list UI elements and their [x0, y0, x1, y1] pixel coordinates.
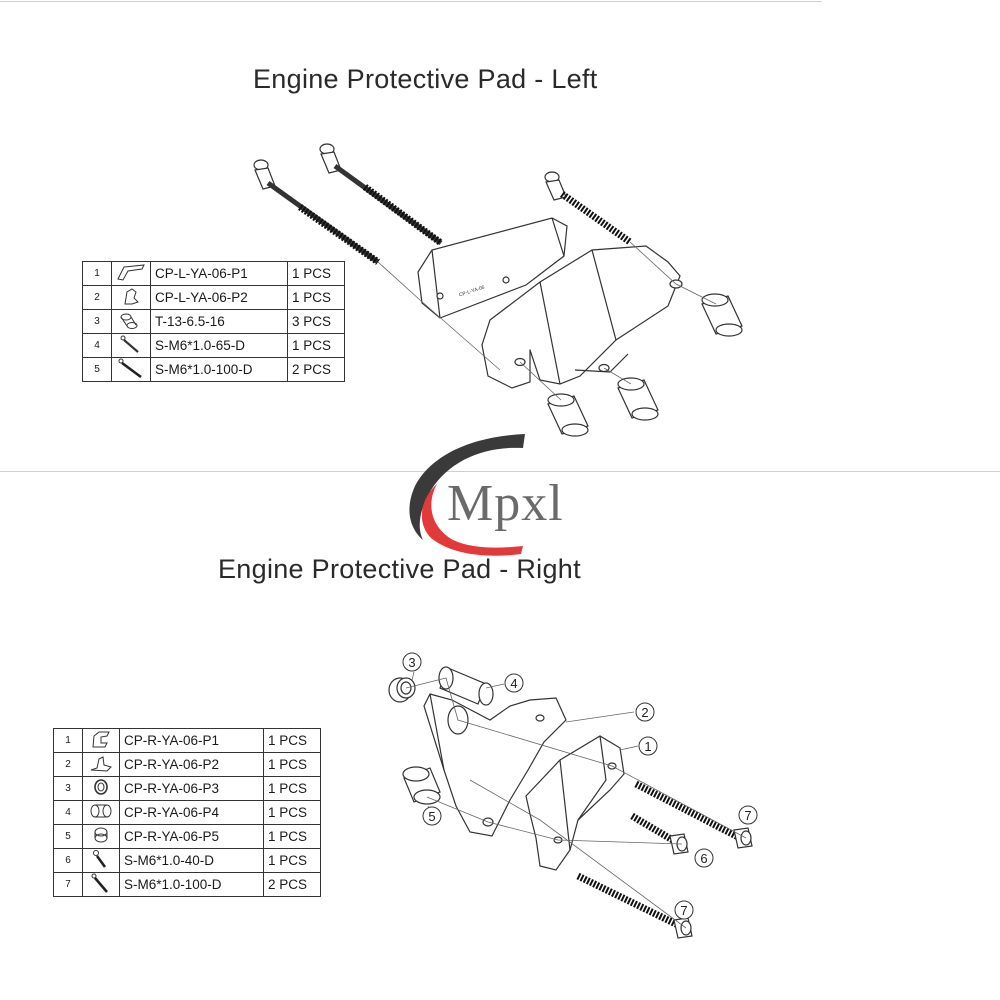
part-qty: 1 PCS: [287, 333, 345, 358]
washer-part-3: [388, 677, 416, 703]
spacer-tube-3: [547, 393, 589, 437]
bolt-short-middle: [630, 812, 689, 855]
part-index: 4: [82, 333, 112, 358]
callout-label: 3: [408, 655, 415, 670]
part-qty: 1 PCS: [263, 776, 321, 801]
part-qty: 1 PCS: [287, 285, 345, 310]
bracket-part-1: [525, 735, 625, 871]
table-row: 4 S-M6*1.0-65-D 1 PCS: [82, 333, 345, 358]
short-bolt-icon: [111, 333, 151, 358]
bracket-small-part-icon: [82, 752, 120, 777]
mpxl-logo-swoosh: [409, 434, 525, 556]
long-bolt-icon: [82, 872, 120, 897]
callout-label: 7: [680, 903, 687, 918]
table-row: 2 CP-L-YA-06-P2 1 PCS: [82, 285, 345, 310]
left-exploded-drawing: CP-L-YA-06: [253, 143, 743, 437]
table-row: 5 S-M6*1.0-100-D 2 PCS: [82, 357, 345, 382]
spacer-part-5: [402, 766, 441, 805]
callout-label: 1: [644, 739, 651, 754]
right-parts-table: 1 CP-R-YA-06-P1 1 PCS 2 CP-R-YA-06-P2 1 …: [53, 728, 321, 897]
bolt-long-left: [253, 159, 381, 265]
callout-label: 2: [641, 705, 648, 720]
spacer-tube-1: [701, 293, 743, 337]
part-code: CP-R-YA-06-P5: [119, 824, 264, 849]
right-exploded-drawing: 3 4 2 1 5 7 6 7: [388, 652, 758, 939]
callout-label: 6: [700, 851, 707, 866]
part-code: S-M6*1.0-100-D: [150, 357, 288, 382]
spacer-tube-icon: [82, 800, 120, 825]
callout-label: 7: [744, 808, 751, 823]
part-qty: 2 PCS: [287, 357, 345, 382]
part-qty: 1 PCS: [263, 800, 321, 825]
table-row: 1 CP-L-YA-06-P1 1 PCS: [82, 261, 345, 286]
table-row: 2 CP-R-YA-06-P2 1 PCS: [53, 752, 321, 777]
spacer-ring-icon: [82, 824, 120, 849]
pad-front-plate: CP-L-YA-06: [417, 217, 568, 319]
spacer-tube-2: [617, 377, 659, 421]
part-qty: 1 PCS: [263, 824, 321, 849]
callout-1: 1: [638, 736, 658, 756]
callout-4: 4: [504, 673, 524, 693]
part-index: 5: [82, 357, 112, 382]
top-rule: [0, 1, 822, 2]
callout-7-upper: 7: [738, 805, 758, 825]
left-section-title: Engine Protective Pad - Left: [253, 64, 598, 94]
section-divider: [0, 471, 1000, 472]
bracket-part-icon: [82, 728, 120, 753]
callout-label: 4: [510, 676, 517, 691]
part-code: CP-R-YA-06-P4: [119, 800, 264, 825]
callout-7-lower: 7: [674, 900, 694, 920]
part-code: CP-L-YA-06-P2: [150, 285, 288, 310]
part-index: 3: [82, 309, 112, 334]
right-section-title: Engine Protective Pad - Right: [218, 554, 581, 584]
bolt-long-middle: [319, 143, 444, 246]
part-code: T-13-6.5-16: [150, 309, 288, 334]
short-bolt-icon: [82, 848, 120, 873]
long-bolt-icon: [111, 357, 151, 382]
bolt-short-right: [544, 171, 633, 245]
callout-2: 2: [635, 702, 655, 722]
left-parts-table: 1 CP-L-YA-06-P1 1 PCS 2 CP-L-YA-06-P2 1 …: [82, 261, 345, 382]
callout-6: 6: [694, 848, 714, 868]
callout-5: 5: [422, 806, 442, 826]
table-row: 3 T-13-6.5-16 3 PCS: [82, 309, 345, 334]
table-row: 5 CP-R-YA-06-P5 1 PCS: [53, 824, 321, 849]
pad-rear-bracket: [481, 245, 683, 389]
part-code: S-M6*1.0-40-D: [119, 848, 264, 873]
bracket-part-icon: [111, 261, 151, 286]
callout-3: 3: [402, 652, 422, 672]
part-code: CP-R-YA-06-P3: [119, 776, 264, 801]
spacer-tube-icon: [111, 309, 151, 334]
bolt-long-lower: [576, 872, 693, 939]
table-row: 7 S-M6*1.0-100-D 2 PCS: [53, 872, 321, 897]
part-index: 4: [53, 800, 83, 825]
part-qty: 1 PCS: [287, 261, 345, 286]
part-code: S-M6*1.0-65-D: [150, 333, 288, 358]
part-code: CP-L-YA-06-P1: [150, 261, 288, 286]
bolt-long-upper: [634, 780, 753, 849]
table-row: 4 CP-R-YA-06-P4 1 PCS: [53, 800, 321, 825]
part-code: CP-R-YA-06-P2: [119, 752, 264, 777]
part-qty: 2 PCS: [263, 872, 321, 897]
callout-label: 5: [428, 809, 435, 824]
mpxl-logo-text: Mpxl: [447, 475, 564, 532]
